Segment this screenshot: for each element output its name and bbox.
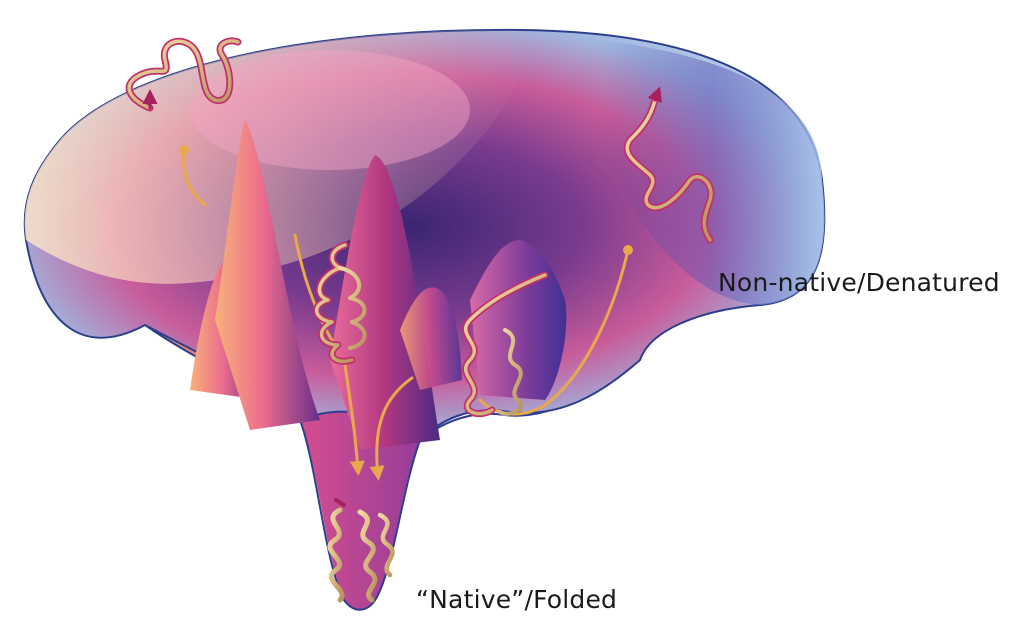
label-non-native-denatured: Non-native/Denatured bbox=[718, 268, 1000, 297]
label-native-folded: “Native”/Folded bbox=[416, 585, 617, 614]
